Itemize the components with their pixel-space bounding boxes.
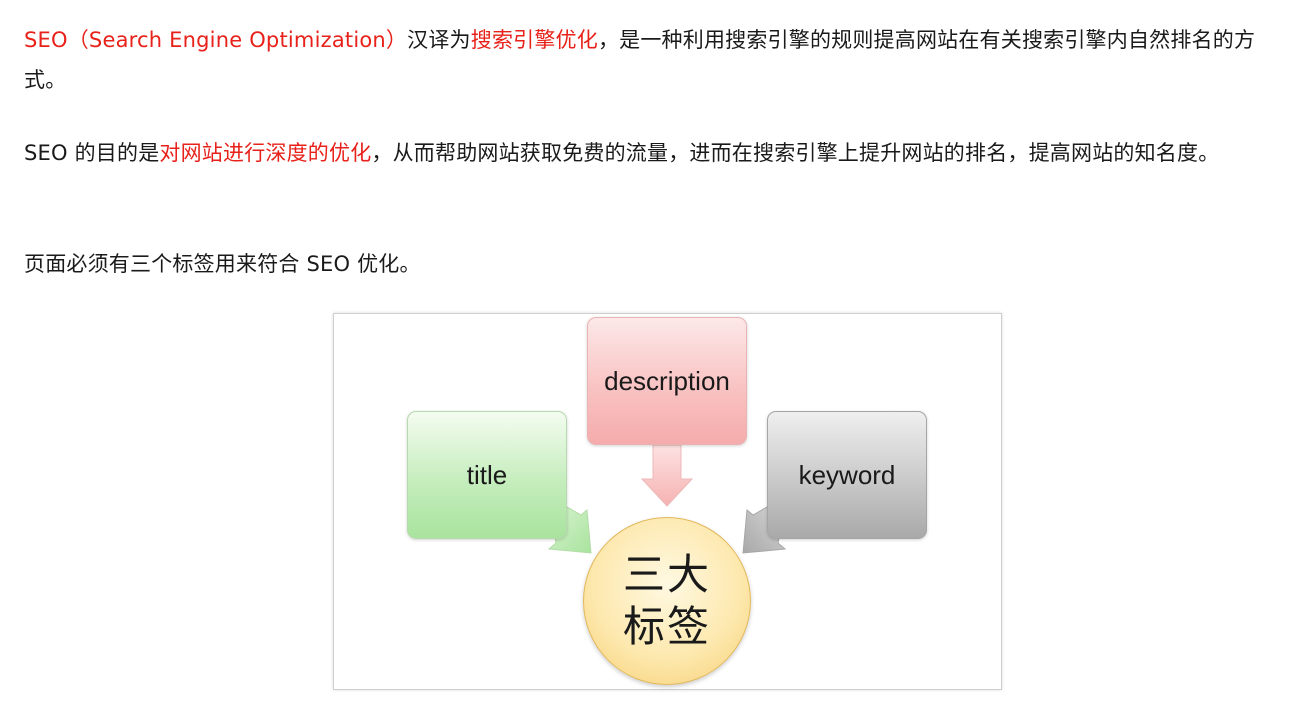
keyword-label: keyword	[798, 459, 896, 490]
three-tags-text: 页面必须有三个标签用来符合 SEO 优化。	[24, 252, 421, 276]
diagram-arrows	[547, 444, 787, 554]
arrow-description	[640, 444, 694, 507]
paragraph-three-tags: 页面必须有三个标签用来符合 SEO 优化。	[24, 244, 1274, 284]
purpose-highlight: 对网站进行深度的优化	[159, 141, 372, 165]
three-tags-circle: 三大标签	[583, 517, 751, 685]
title-label: title	[466, 459, 508, 490]
translation-prefix: 汉译为	[407, 28, 471, 52]
definition-text: ，是一种利用搜索引擎的规则提高网站在有关搜索引擎内自然排名的方式。	[24, 28, 1256, 92]
seo-tags-diagram: title description keyword 三大标签	[333, 313, 1002, 690]
title-tag-box: title	[407, 411, 567, 539]
seo-term: SEO（Search Engine Optimization）	[24, 28, 408, 52]
keyword-tag-box: keyword	[767, 411, 927, 539]
purpose-prefix: SEO 的目的是	[24, 141, 160, 165]
three-tags-label: 三大标签	[622, 550, 711, 651]
description-tag-box: description	[587, 317, 747, 445]
description-label: description	[604, 365, 730, 396]
paragraph-seo-purpose: SEO 的目的是对网站进行深度的优化，从而帮助网站获取免费的流量，进而在搜索引擎…	[24, 133, 1274, 173]
purpose-text: ，从而帮助网站获取免费的流量，进而在搜索引擎上提升网站的排名，提高网站的知名度。	[371, 141, 1220, 165]
paragraph-seo-definition: SEO（Search Engine Optimization）汉译为搜索引擎优化…	[24, 20, 1274, 100]
seo-chinese-term: 搜索引擎优化	[470, 28, 598, 52]
